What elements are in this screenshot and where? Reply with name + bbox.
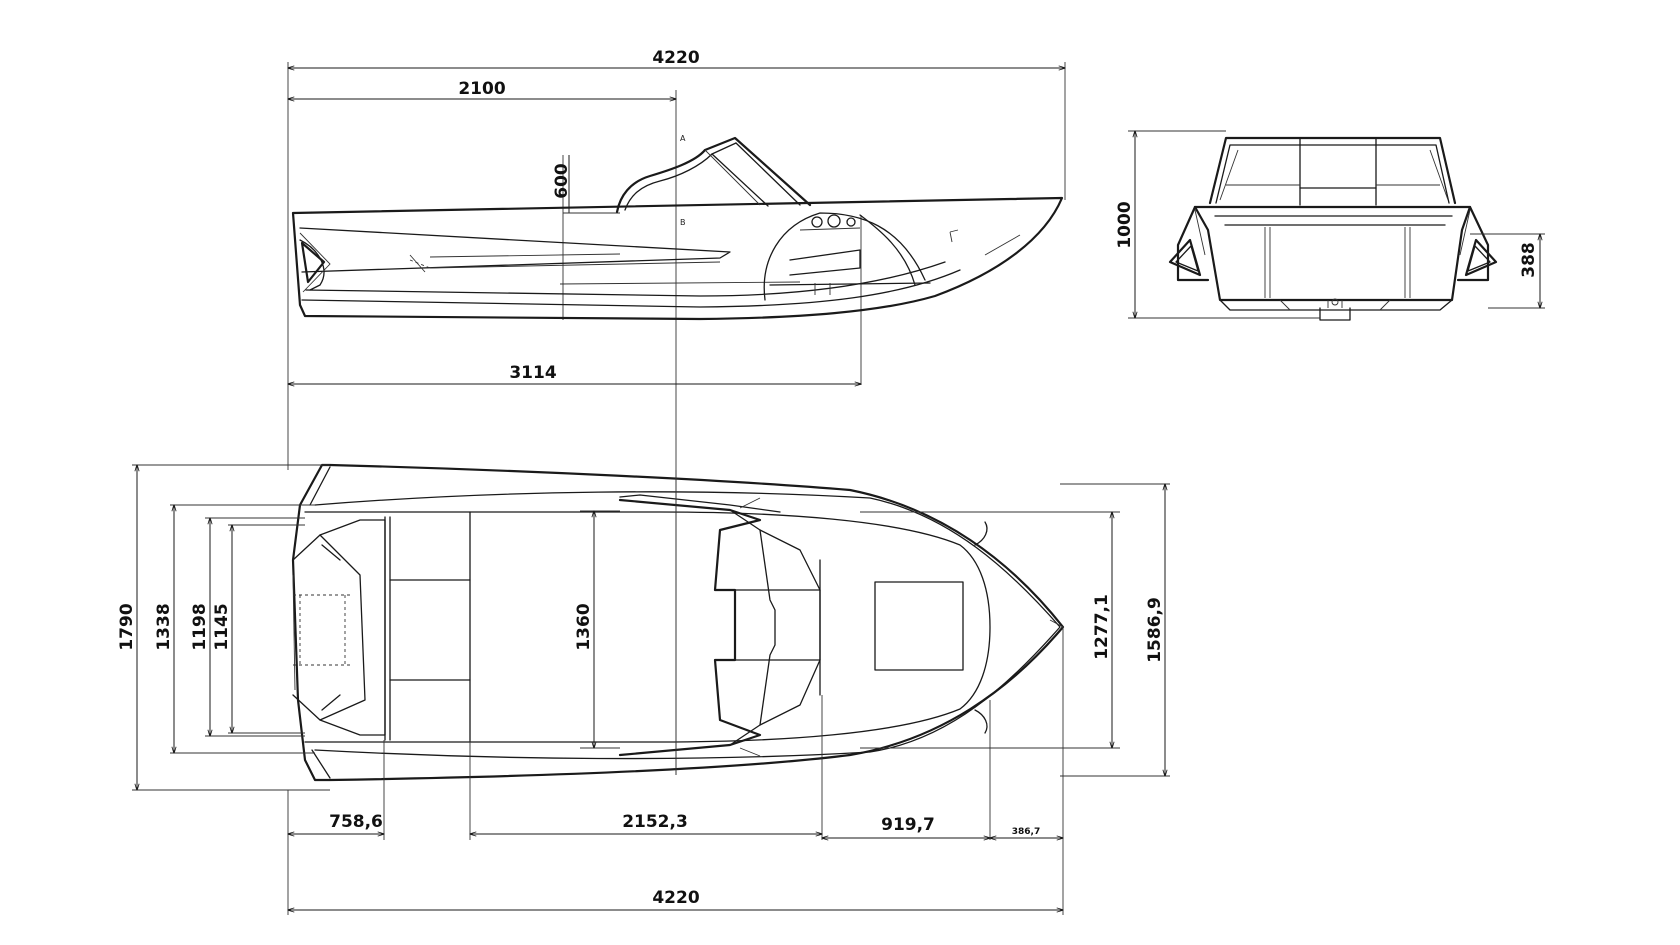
dim-top-1338: 1338	[154, 603, 174, 650]
dim-top-overall-length: 4220	[652, 888, 699, 908]
side-windscreen	[615, 136, 812, 214]
dim-top-386: 386,7	[1012, 827, 1040, 837]
dim-top-1790: 1790	[117, 603, 137, 650]
rear-view: 1000 388	[1115, 131, 1545, 321]
dim-side-3114: 3114	[509, 363, 556, 383]
top-hull-outline	[291, 463, 1065, 782]
dim-top-1277: 1277,1	[1092, 594, 1112, 660]
top-foredeck-hatch	[874, 581, 964, 671]
dim-top-919: 919,7	[881, 815, 935, 835]
dim-rear-1000: 1000	[1115, 201, 1135, 248]
dim-top-1145: 1145	[212, 603, 232, 650]
dim-top-758: 758,6	[329, 812, 383, 832]
section-mark-b: B	[680, 218, 686, 227]
dim-top-1198: 1198	[190, 603, 210, 650]
side-cabin-cutout	[763, 212, 959, 301]
dim-side-overall-length: 4220	[652, 48, 699, 68]
dim-rear-388: 388	[1519, 242, 1539, 278]
side-hull	[291, 196, 1064, 321]
dim-side-600: 600	[552, 163, 572, 199]
top-view: 1790 1338 1198 1145 1360 1277,1 1586,9 7…	[117, 463, 1170, 915]
section-mark-a: A	[680, 134, 686, 143]
dim-top-1586: 1586,9	[1145, 597, 1165, 663]
side-view: A B 4220 2100 600 3114	[288, 48, 1065, 775]
dim-top-1360: 1360	[574, 603, 594, 650]
dim-top-2152: 2152,3	[622, 812, 688, 832]
dim-side-2100: 2100	[458, 79, 505, 99]
